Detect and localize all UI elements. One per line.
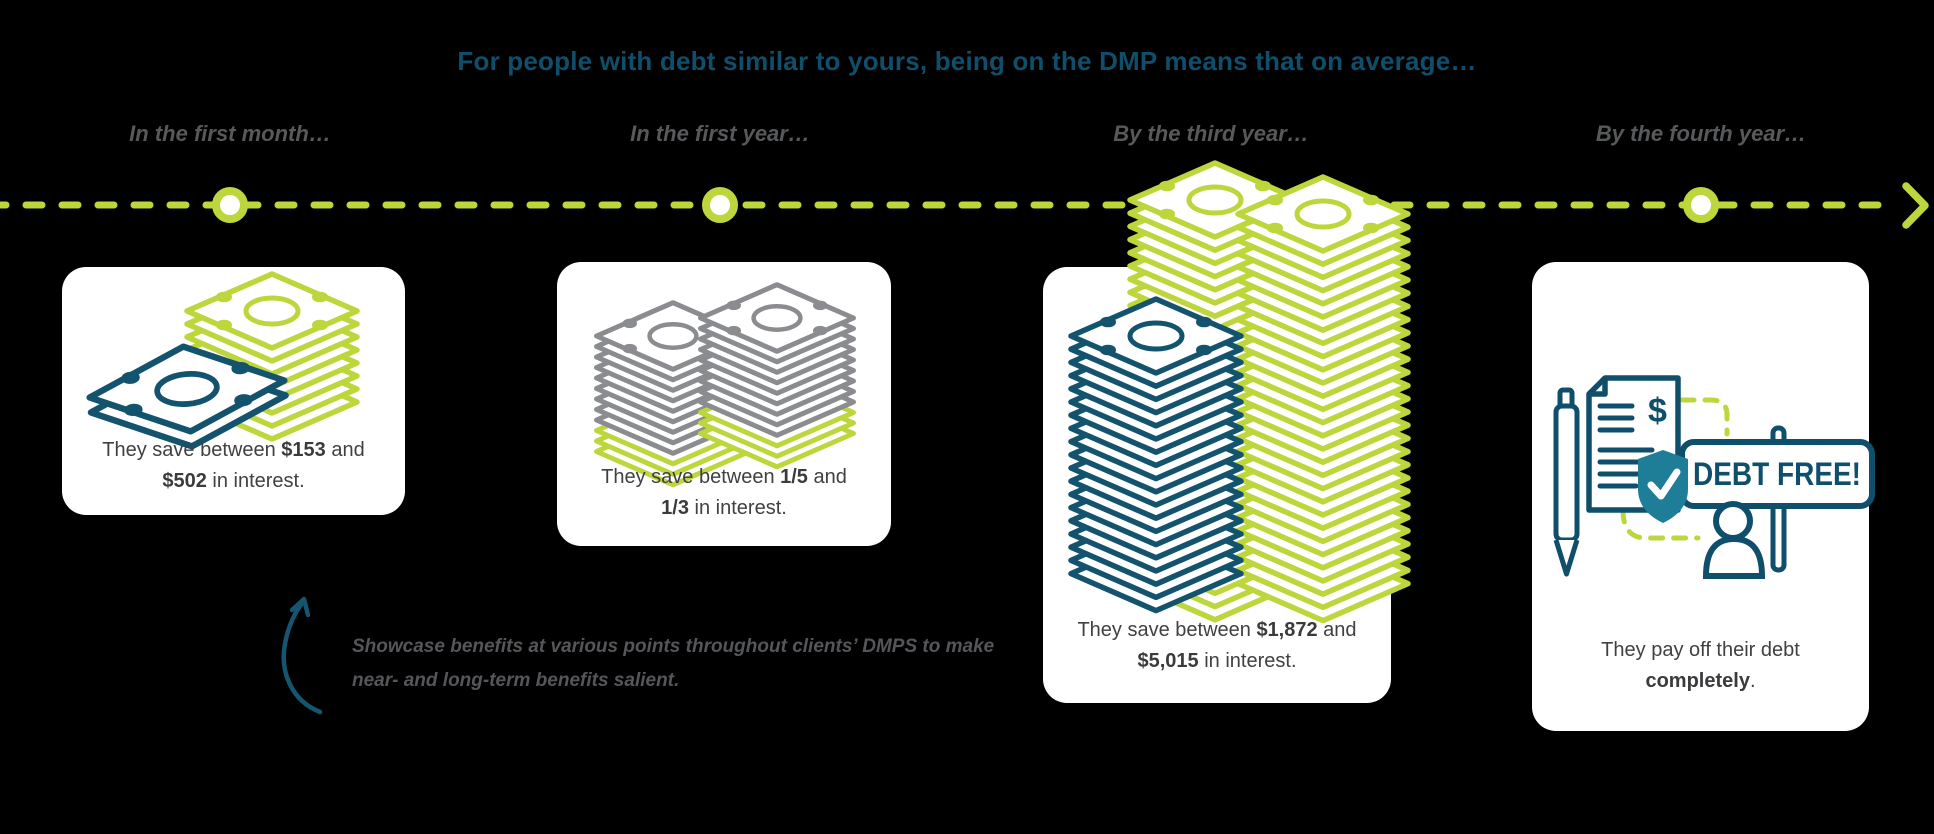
benefit-text-post: and [1317, 619, 1357, 641]
dollar-sign: $ [1648, 392, 1667, 430]
benefit-text-pre: They pay off their debt [1601, 639, 1800, 661]
timeline-marker-fourth-year [1683, 187, 1719, 223]
shield-check-icon [1638, 450, 1688, 523]
benefit-text-pre: They save between [1077, 619, 1257, 641]
benefit-text-post: in interest. [206, 470, 305, 492]
timeline-arrowhead-icon [1902, 182, 1929, 229]
benefit-text: They save between 1/5 and 1/3 in interes… [567, 462, 881, 524]
benefit-card-first-year: They save between 1/5 and 1/3 in interes… [557, 262, 891, 546]
benefit-text-bold: 1/5 [780, 466, 808, 488]
timeline-marker-first-year [702, 187, 738, 223]
timeline-label-fourth-year: By the fourth year… [1595, 121, 1807, 146]
benefit-text-bold: completely [1645, 670, 1750, 692]
annotation-arrow-icon [281, 596, 323, 715]
benefit-text-post: in interest. [688, 497, 787, 519]
annotation-line-2: near- and long-term benefits salient. [352, 670, 680, 692]
person-icon [1702, 501, 1766, 579]
benefit-text-post: in interest. [1198, 650, 1297, 672]
benefit-text-bold: $1,872 [1256, 619, 1318, 641]
tall-money-stacks-icon [1070, 148, 1415, 648]
timeline-label-first-month: In the first month… [129, 121, 331, 146]
benefit-text: They save between $1,872 and $5,015 in i… [1053, 615, 1381, 677]
dashed-connector [1620, 397, 1730, 541]
annotation-note: Showcase benefits at various points thro… [352, 630, 994, 698]
benefit-card-fourth-year: $ DEBT FREE! They pay off [1532, 262, 1875, 731]
timeline-marker-first-month [212, 187, 248, 223]
infographic-title: For people with debt similar to yours, b… [457, 46, 1477, 76]
benefit-text-bold: $5,015 [1137, 650, 1199, 672]
benefit-text-post: . [1749, 670, 1756, 692]
annotation-line-1: Showcase benefits at various points thro… [352, 636, 995, 657]
benefit-text-post: and [325, 439, 365, 461]
benefit-text-bold: 1/3 [661, 497, 689, 519]
benefit-text: They pay off their debt completely. [1542, 635, 1859, 697]
timeline-label-third-year: By the third year… [1113, 121, 1309, 146]
benefit-text-bold: $502 [162, 470, 207, 492]
benefit-card-first-month: They save between $153 and $502 in inter… [62, 267, 405, 515]
debt-free-icon: $ DEBT FREE! [1553, 375, 1875, 579]
benefit-text-bold: $153 [281, 439, 326, 461]
benefit-text-pre: They save between [601, 466, 781, 488]
pen-icon [1553, 387, 1580, 577]
benefit-text-post: and [807, 466, 847, 488]
debt-free-sign-label: DEBT FREE! [1693, 456, 1861, 492]
timeline-label-first-year: In the first year… [630, 121, 810, 146]
benefit-text-pre: They save between [102, 439, 282, 461]
benefit-text: They save between $153 and $502 in inter… [72, 435, 395, 497]
